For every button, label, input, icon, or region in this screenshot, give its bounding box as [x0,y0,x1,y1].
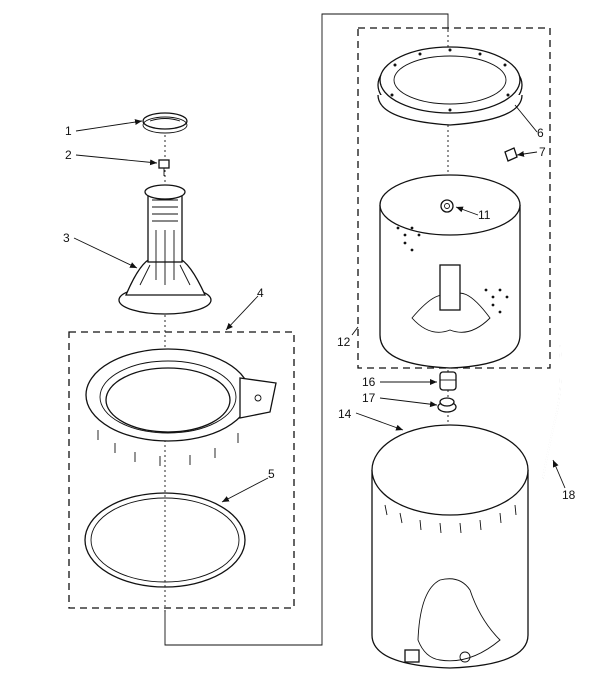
spin-seal [437,397,457,413]
connector-line [164,13,449,646]
tub-ring [85,348,277,466]
callout-3: 3 [63,231,70,245]
assembly-box-4 [68,331,295,609]
agitator-bolt [158,159,170,176]
callout-17: 17 [362,391,376,405]
agitator-cap [142,112,188,134]
callout-18: 18 [562,488,576,502]
drive-bell [439,371,457,391]
callout-2: 2 [65,148,72,162]
leader-lines [73,104,566,503]
callout-7: 7 [539,145,546,159]
ring-seal [84,492,246,588]
callout-12: 12 [337,335,351,349]
basket-nut [440,199,454,213]
callout-16: 16 [362,375,376,389]
callout-6: 6 [537,126,544,140]
drain-hose [542,344,562,479]
tub-top-ring [377,46,523,126]
callout-14: 14 [338,407,352,421]
fastener-clip [504,147,518,162]
callout-11: 11 [478,208,491,222]
agitator [118,184,212,315]
callout-5: 5 [268,467,275,481]
callout-1: 1 [65,124,72,138]
outer-tub [371,424,529,669]
callout-4: 4 [257,286,264,300]
